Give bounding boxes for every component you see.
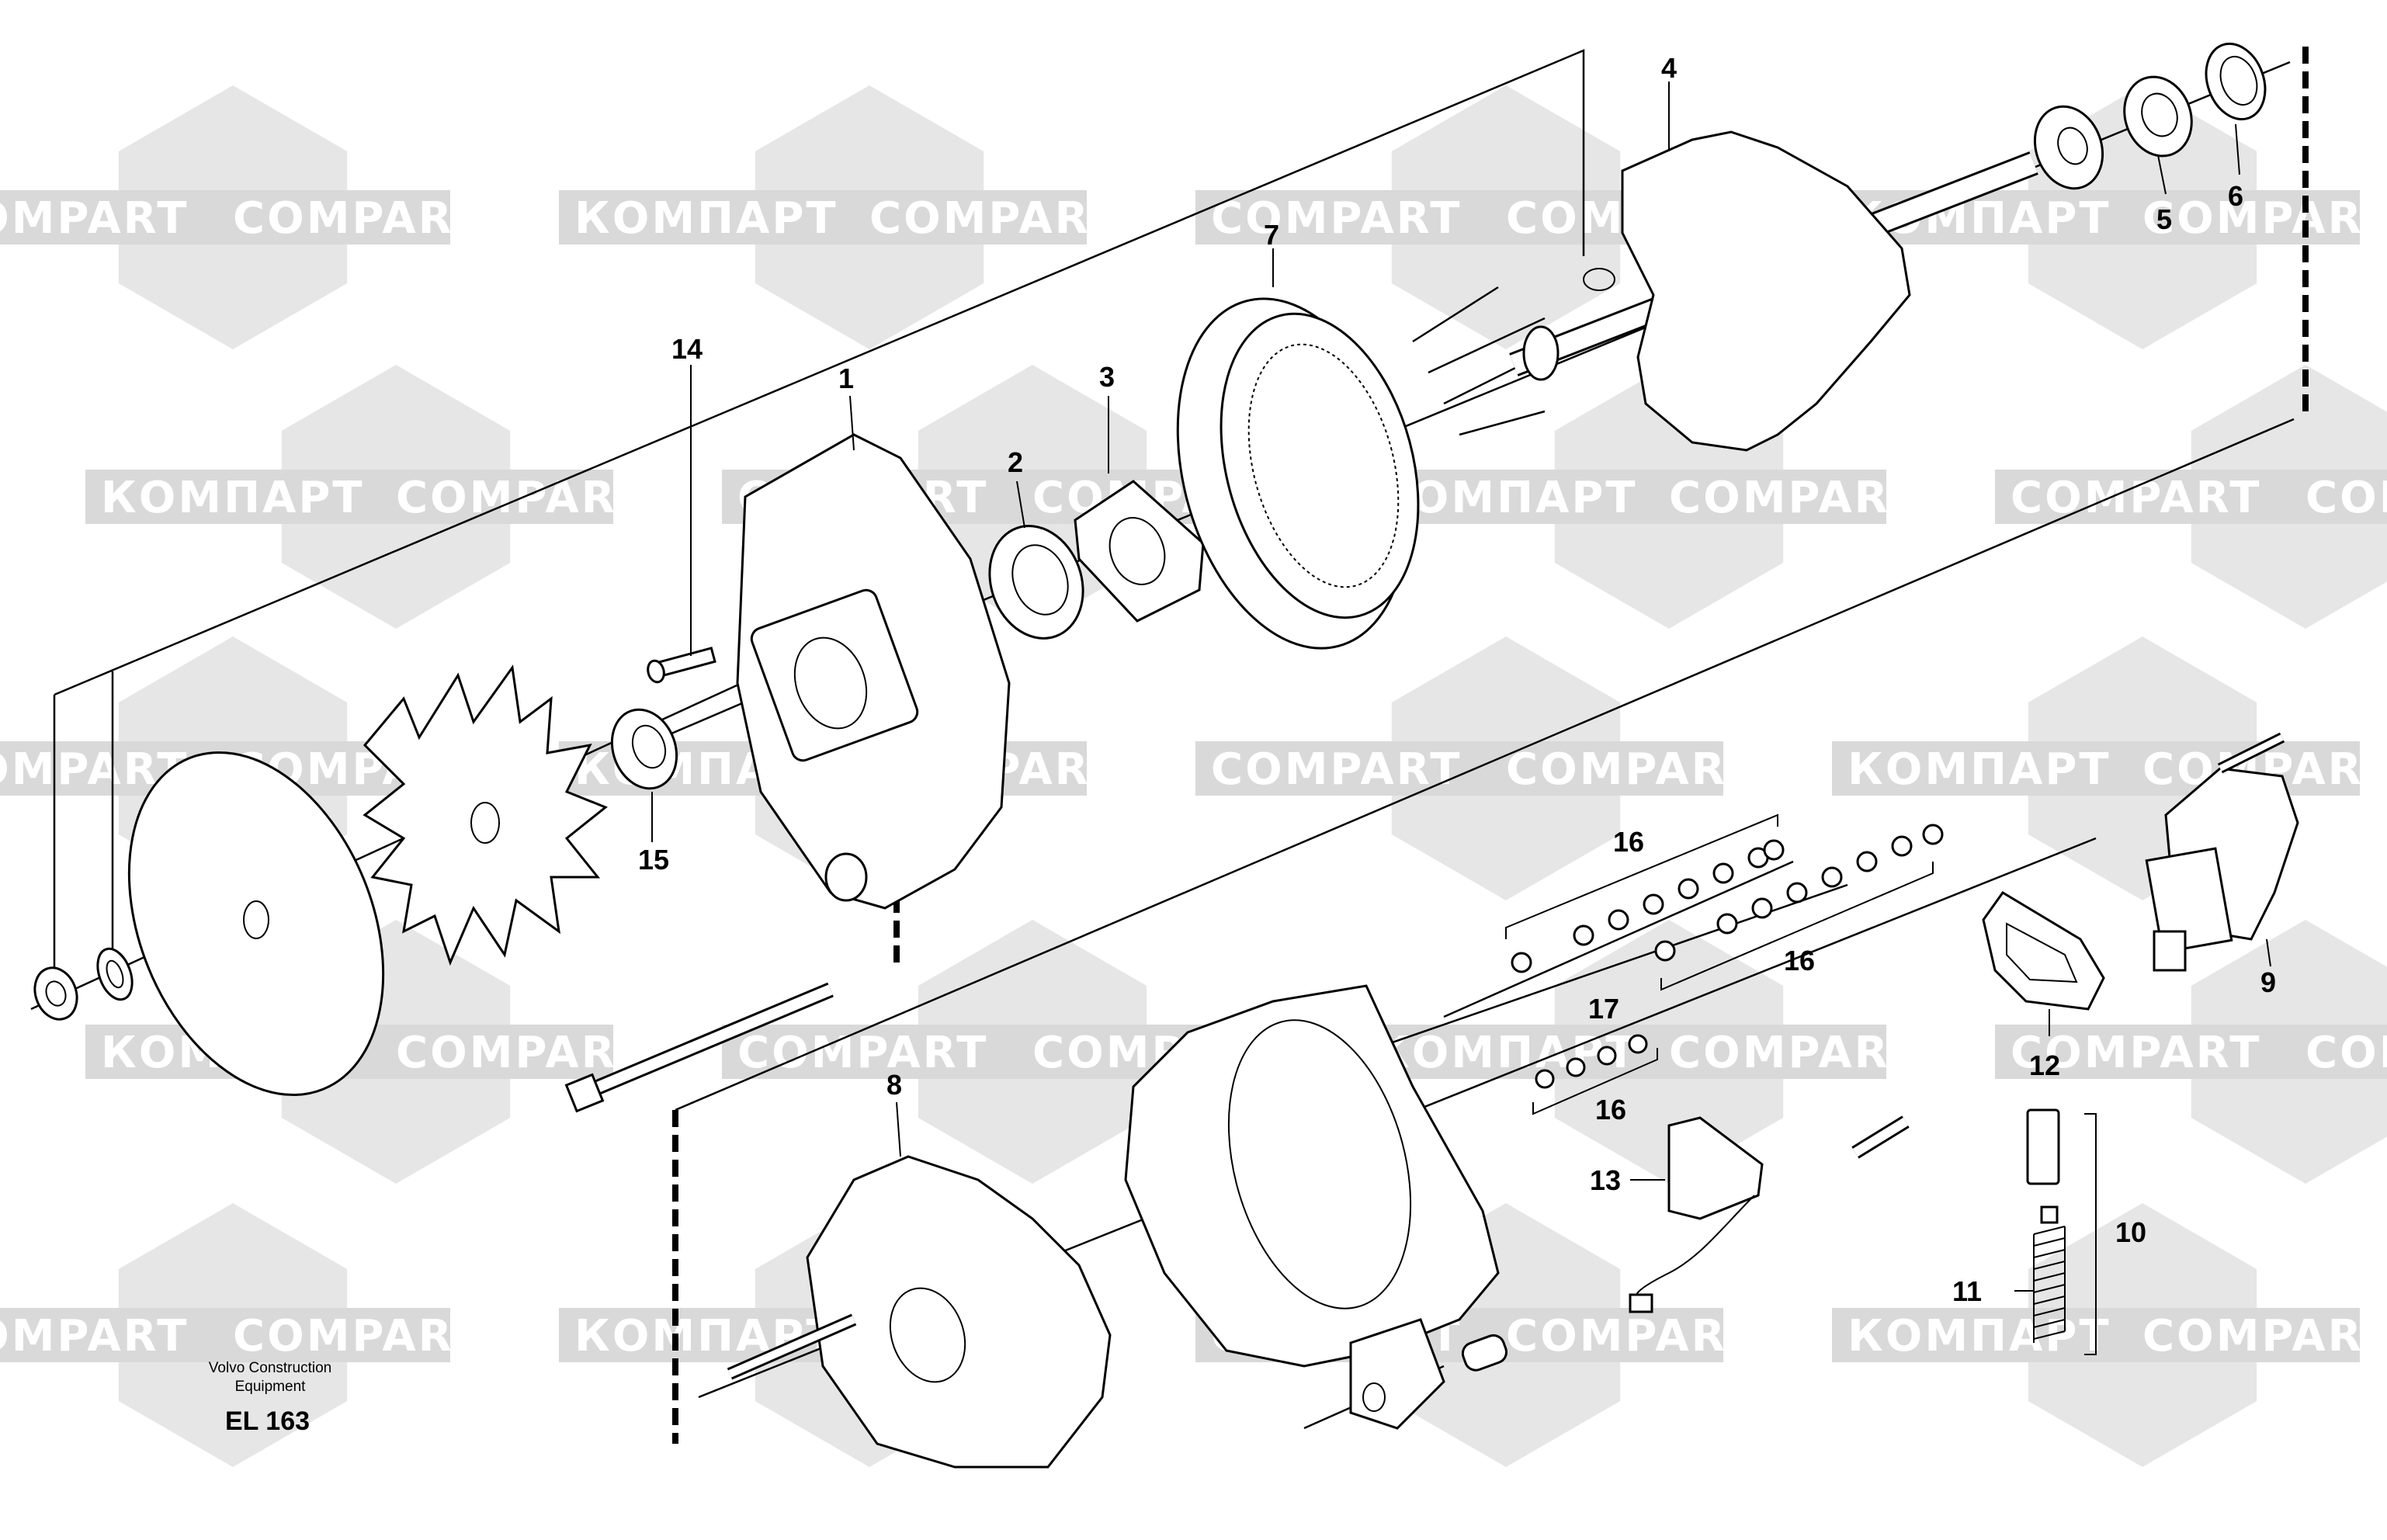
watermark-text: COMPART xyxy=(737,1028,988,1078)
callout-2: 2 xyxy=(1008,446,1023,478)
callout-13: 13 xyxy=(1590,1164,1621,1196)
callout-3: 3 xyxy=(1099,361,1115,393)
watermark-band xyxy=(1995,1025,2387,1079)
stator xyxy=(1176,286,1546,650)
watermark-band xyxy=(0,190,450,245)
slip-ring-end-shield xyxy=(727,1155,1112,1469)
watermark-text: КОМПАРТ xyxy=(1847,1311,2111,1361)
watermark-text: COMPART xyxy=(2011,1028,2261,1078)
washer-brackets xyxy=(1505,813,1934,1115)
lock-washer xyxy=(96,947,134,1001)
watermark-text: COMPART xyxy=(1669,1028,1920,1078)
washer-set-small xyxy=(1535,1034,1648,1089)
watermark-text: COMPART xyxy=(0,1311,189,1361)
brush-set-bracket xyxy=(2084,1113,2097,1355)
cooling-fan xyxy=(363,664,608,966)
callout-6: 6 xyxy=(2228,180,2243,212)
callout-15: 15 xyxy=(638,844,669,876)
watermark-band xyxy=(1995,470,2387,524)
insulating-sleeve xyxy=(1461,1334,1508,1372)
through-bolt xyxy=(564,982,834,1113)
callout-labels: 1 2 3 4 5 6 7 8 9 10 11 12 13 14 15 16 1… xyxy=(638,52,2276,1307)
caption-line-1: Volvo Construction xyxy=(209,1360,331,1376)
watermark-text: COMPART xyxy=(1211,193,1462,244)
watermark-text: COMPART xyxy=(233,193,484,244)
seal-ring xyxy=(610,708,678,790)
retainer-plate xyxy=(1074,480,1205,623)
rear-housing xyxy=(1124,984,1500,1430)
callout-10: 10 xyxy=(2115,1216,2146,1248)
watermark-text: КОМПАРТ xyxy=(1847,744,2111,795)
drive-end-shield xyxy=(736,433,1011,910)
diagram-caption: Volvo Construction Equipment EL 163 xyxy=(209,1360,331,1436)
watermark-text: COMPART xyxy=(2011,473,2261,523)
caption-line-2: Equipment xyxy=(235,1379,307,1395)
watermark-text: COMPART xyxy=(869,193,1120,244)
watermark-band xyxy=(1195,741,1723,796)
regulator-gasket xyxy=(1982,891,2105,1011)
watermark-text: COMPART xyxy=(1506,1311,1757,1361)
watermark-text: КОМПАРТ xyxy=(101,473,365,523)
callout-8: 8 xyxy=(886,1069,902,1101)
rotor xyxy=(1509,130,2038,452)
watermark-text: КОМПАРТ xyxy=(574,1311,838,1361)
carbon-brush xyxy=(2026,1108,2060,1185)
watermark-text: COMPART xyxy=(2305,473,2387,523)
regulator-screw xyxy=(1851,1115,1910,1159)
washer-set-lower xyxy=(1654,824,1944,962)
callout-9: 9 xyxy=(2260,966,2276,998)
washer-set-upper xyxy=(1511,839,1785,973)
callout-17: 17 xyxy=(1588,993,1619,1025)
callout-16-small: 16 xyxy=(1595,1094,1626,1126)
pulley-nut xyxy=(33,966,78,1021)
callout-16-upper: 16 xyxy=(1613,826,1644,858)
callout-leaders xyxy=(651,82,2271,1292)
watermark-band xyxy=(1358,1025,1886,1079)
watermark-text: COMPART xyxy=(233,1311,484,1361)
pulley-disc xyxy=(127,751,385,1097)
watermark-band xyxy=(0,1308,450,1362)
callout-14: 14 xyxy=(671,333,703,365)
callout-1: 1 xyxy=(838,362,854,394)
watermark-text: COMPART xyxy=(1669,473,1920,523)
watermark-text: КОМПАРТ xyxy=(574,193,838,244)
callout-4: 4 xyxy=(1661,52,1677,84)
watermark-text: COMPART xyxy=(1211,744,1462,795)
callout-11: 11 xyxy=(1952,1275,1982,1307)
watermark-text: КОМПАРТ xyxy=(1374,1028,1638,1078)
watermark-text: COMPART xyxy=(2305,1028,2387,1078)
watermark-band xyxy=(559,190,1087,245)
voltage-regulator xyxy=(2145,732,2299,972)
bearing-2 xyxy=(988,525,1084,640)
watermark-text: COMPART xyxy=(2142,1311,2387,1361)
callout-7: 7 xyxy=(1264,219,1279,251)
callout-16-lower: 16 xyxy=(1784,945,1815,976)
watermark-layer: COMPART COMPART КОМПАРТ COMPART COMPART COMPA… xyxy=(0,85,2387,1467)
callout-12: 12 xyxy=(2029,1049,2060,1081)
watermark-text: COMPART xyxy=(0,193,189,244)
bearing-cap xyxy=(2205,42,2267,121)
watermark-text: COMPART xyxy=(2142,193,2387,244)
diagram-code: EL 163 xyxy=(225,1406,310,1436)
suppression-capacitor xyxy=(1629,1116,1764,1313)
screw-14 xyxy=(647,647,716,684)
watermark-text: COMPART xyxy=(396,1028,647,1078)
rear-bearing xyxy=(2033,75,2193,190)
watermark-text: COMPART xyxy=(1506,744,1757,795)
brush-spring xyxy=(2033,1205,2066,1343)
callout-5: 5 xyxy=(2156,203,2172,235)
watermark-band xyxy=(1358,470,1886,524)
